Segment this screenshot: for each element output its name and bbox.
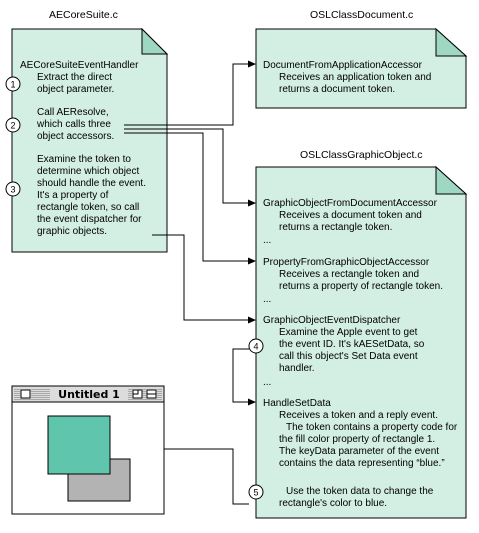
svg-text:3: 3 <box>10 185 15 195</box>
window-untitled[interactable]: Untitled 1 <box>11 385 165 515</box>
note-oslclassdocument <box>255 27 468 109</box>
acc1-line2: returns a rectangle token. <box>279 222 392 233</box>
step3-text-line2: determine which object <box>37 166 139 177</box>
step2-text-line2: which calls three <box>36 119 111 130</box>
acc2-line2: returns a property of rectangle token. <box>279 281 443 292</box>
handler-name: AECoreSuiteEventHandler <box>20 60 139 71</box>
acc2-line1: Receives a rectangle token and <box>279 269 419 280</box>
step3-text-line5: rectangle token, so call <box>37 202 139 213</box>
step-marker-1: 1 <box>5 76 21 92</box>
arrow-to-property-accessor <box>124 132 256 265</box>
doc-accessor-name: DocumentFromApplicationAccessor <box>263 60 423 71</box>
svg-text:4: 4 <box>253 342 258 352</box>
step3-text-line7: graphic objects. <box>37 226 107 237</box>
acc2-name: PropertyFromGraphicObjectAccessor <box>263 257 430 268</box>
setdata-name: HandleSetData <box>263 398 331 409</box>
note-oslclassgraphicobject <box>255 165 468 519</box>
close-box-icon[interactable] <box>20 389 31 399</box>
step3-text-line1: Examine the token to <box>37 154 131 165</box>
dispatcher-line1: Examine the Apple event to get <box>279 327 418 338</box>
connectors <box>86 60 256 505</box>
svg-text:5: 5 <box>253 488 258 498</box>
arrow-to-document-accessor <box>124 60 256 126</box>
step2-text-line3: object accessors. <box>37 131 114 142</box>
arrow-to-handle-set-data <box>232 348 256 406</box>
file-title-oslclassgraphicobject: OSLClassGraphicObject.c <box>300 149 423 161</box>
setdata-line3: the fill color property of rectangle 1. <box>279 434 435 445</box>
teal-rectangle-shape[interactable] <box>47 415 111 475</box>
step-marker-5: 5 <box>248 484 264 500</box>
window-title: Untitled 1 <box>58 388 120 401</box>
zoom-box-icon[interactable] <box>132 389 143 399</box>
svg-text:2: 2 <box>10 121 15 131</box>
setdata-line1: Receives a token and a reply event. <box>279 410 438 421</box>
svg-text:1: 1 <box>10 80 15 90</box>
ellipsis-1: ... <box>263 235 271 246</box>
ellipsis-3: ... <box>263 377 271 388</box>
acc1-line1: Receives a document token and <box>279 210 422 221</box>
doc-accessor-line2: returns a document token. <box>279 84 395 95</box>
setdata-line4: The keyData parameter of the event <box>279 446 439 457</box>
dispatcher-name: GraphicObjectEventDispatcher <box>263 315 401 326</box>
ellipsis-2: ... <box>263 294 271 305</box>
step-marker-4: 4 <box>248 338 264 354</box>
note-aecoresuite <box>11 27 169 253</box>
collapse-box-icon[interactable] <box>146 389 157 399</box>
step3-text-line4: It's a property of <box>37 190 109 201</box>
dispatcher-line3: call this object's Set Data event <box>279 351 418 362</box>
dispatcher-line2: the event ID. It's kAESetData, so <box>279 339 425 350</box>
file-title-oslclassdocument: OSLClassDocument.c <box>310 9 413 21</box>
step1-text-line2: object parameter. <box>37 84 114 95</box>
step2-text-line1: Call AEResolve, <box>37 107 109 118</box>
setdata-line5: contains the data representing “blue.” <box>279 458 445 469</box>
arrow-to-event-dispatcher <box>152 234 256 324</box>
file-title-aecoresuite: AECoreSuite.c <box>49 9 118 21</box>
setdata-line6: Use the token data to change the <box>286 486 434 497</box>
step-marker-2: 2 <box>5 117 21 133</box>
doc-accessor-line1: Receives an application token and <box>279 72 431 83</box>
step3-text-line3: should handle the event. <box>37 178 146 189</box>
arrow-to-graphic-object-accessor <box>124 128 256 207</box>
setdata-line2: The token contains a property code for <box>286 422 458 433</box>
step-marker-3: 3 <box>5 181 21 197</box>
dispatcher-line4: handler. <box>279 363 315 374</box>
setdata-line7: rectangle's color to blue. <box>279 498 387 509</box>
step3-text-line6: the event dispatcher for <box>37 214 142 225</box>
acc1-name: GraphicObjectFromDocumentAccessor <box>263 198 438 209</box>
step1-text-line1: Extract the direct <box>37 72 112 83</box>
